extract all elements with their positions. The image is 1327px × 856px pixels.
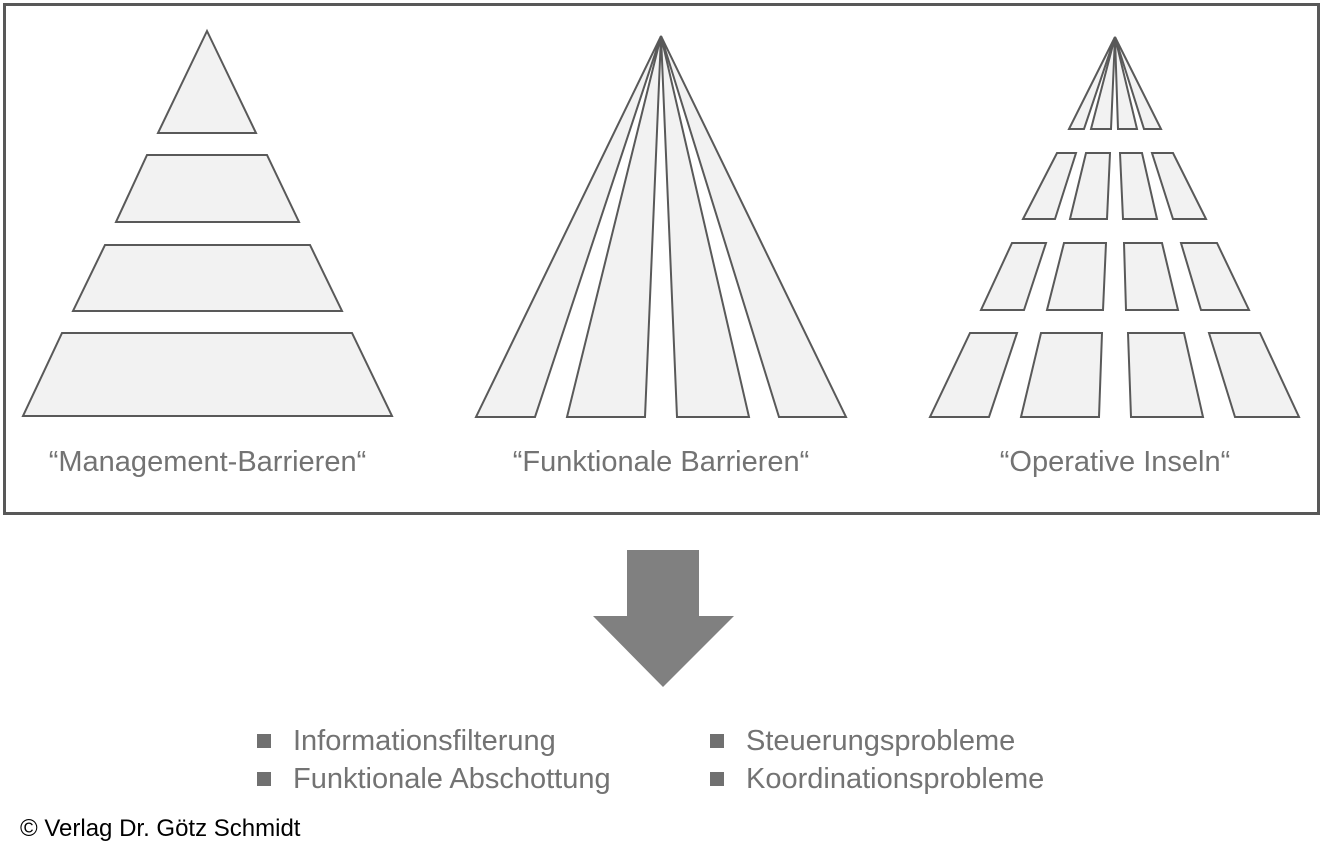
label-management-barriers: “Management-Barrieren“ — [48, 446, 367, 478]
island-tip-4 — [1114, 36, 1163, 130]
island-tip-2 — [1089, 36, 1116, 130]
pyramid-layer-2 — [114, 154, 301, 223]
consequences-list-right: Steuerungsprobleme Koordinationsprobleme — [710, 722, 1044, 798]
copyright-notice: © Verlag Dr. Götz Schmidt — [20, 815, 301, 842]
list-item: Funktionale Abschottung — [257, 760, 611, 798]
down-arrow-shape — [593, 550, 734, 687]
list-item-text: Informationsfilterung — [293, 725, 556, 757]
diagram-frame — [3, 3, 1320, 515]
island-tip-1 — [1067, 36, 1116, 130]
bullet-square-icon — [257, 772, 271, 786]
label-operative-islands: “Operative Inseln“ — [999, 446, 1231, 478]
consequences-list-left: Informationsfilterung Funktionale Abscho… — [257, 722, 611, 798]
pyramid-layer-bottom — [21, 332, 394, 417]
functional-barriers-fan — [474, 35, 848, 418]
island-r4-4 — [1207, 332, 1301, 418]
fan-segment-1 — [474, 35, 662, 418]
bullet-square-icon — [257, 734, 271, 748]
island-r3-1 — [979, 242, 1048, 311]
operative-islands-grid — [928, 36, 1301, 418]
management-barriers-pyramid — [21, 28, 394, 417]
label-functional-barriers: “Funktionale Barrieren“ — [512, 446, 810, 478]
fan-segment-4 — [660, 35, 848, 418]
list-item: Steuerungsprobleme — [710, 722, 1044, 760]
island-r2-1 — [1021, 152, 1078, 220]
list-item-text: Funktionale Abschottung — [293, 763, 611, 795]
list-item-text: Koordinationsprobleme — [746, 763, 1045, 795]
list-item-text: Steuerungsprobleme — [746, 725, 1016, 757]
list-item: Koordinationsprobleme — [710, 760, 1044, 798]
down-arrow-icon — [593, 550, 734, 687]
island-r2-2 — [1068, 152, 1112, 220]
fan-segment-3 — [660, 35, 751, 418]
barrier-diagrams — [21, 28, 1301, 418]
bullet-square-icon — [710, 734, 724, 748]
island-r4-1 — [928, 332, 1019, 418]
island-r2-3 — [1118, 152, 1159, 220]
pyramid-layer-top — [156, 28, 258, 134]
island-tip-3 — [1114, 36, 1139, 130]
island-r3-3 — [1122, 242, 1180, 311]
list-item: Informationsfilterung — [257, 722, 611, 760]
fan-segment-2 — [565, 35, 662, 418]
island-r4-2 — [1019, 332, 1104, 418]
island-r4-3 — [1126, 332, 1205, 418]
pyramid-layer-3 — [71, 244, 344, 312]
bullet-square-icon — [710, 772, 724, 786]
island-r2-4 — [1150, 152, 1208, 220]
island-r3-2 — [1045, 242, 1108, 311]
island-r3-4 — [1179, 242, 1251, 311]
